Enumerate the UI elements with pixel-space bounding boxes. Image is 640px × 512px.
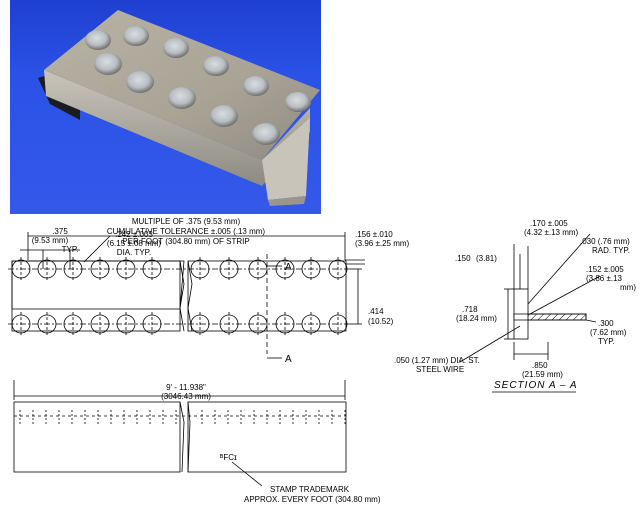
photo-holes: [85, 26, 311, 145]
width-in: .414: [368, 307, 384, 316]
per-foot-label: PER FOOT (304.80 mm) OF STRIP: [122, 237, 249, 246]
sec-flange-in: .152 ±.005: [586, 265, 624, 274]
engineering-drawing: MULTIPLE OF .375 (9.53 mm) CUMULATIVE TO…: [0, 214, 640, 507]
edge-in: .156 ±.010: [355, 230, 393, 239]
terminal-strip-photo: [38, 10, 320, 206]
tolerance-label: CUMULATIVE TOLERANCE ±.005 (.13 mm): [107, 227, 266, 236]
sec-top-mm: (4.32 ±.13 mm): [524, 228, 579, 237]
sec-rad-in: .030 (.76 mm): [580, 237, 630, 246]
edge-mm: (3.96 ±.25 mm): [355, 239, 410, 248]
section-mark-top: A: [285, 262, 292, 273]
length-in: 9' - 11.938": [166, 383, 206, 392]
section-mark-bottom: A: [285, 354, 292, 365]
stamp-line2: APPROX. EVERY FOOT (304.80 mm): [244, 495, 381, 504]
product-photo: [10, 0, 321, 214]
sec-leg-mm: (7.62 mm): [590, 328, 627, 337]
sec-left-mm: (3.81): [476, 254, 497, 263]
sec-height-in: .718: [462, 305, 478, 314]
pitch-in: .375: [52, 227, 68, 236]
multiple-label: MULTIPLE OF .375 (9.53 mm): [132, 217, 241, 226]
sec-base-mm: (21.59 mm): [522, 370, 563, 379]
sec-wire-l1: .050 (1.27 mm) DIA. ST.: [394, 356, 480, 365]
hole-in: .242 ±.003: [115, 230, 153, 239]
hole-typ: DIA. TYP.: [117, 248, 151, 257]
sec-leg-in: .300: [598, 319, 614, 328]
section-view: [459, 233, 601, 363]
section-title: SECTION A – A: [494, 380, 578, 391]
stamp-line1: STAMP TRADEMARK: [270, 485, 350, 494]
sec-height-mm: (18.24 mm): [456, 314, 497, 323]
pitch-mm: (9.53 mm): [32, 236, 69, 245]
length-view: [13, 380, 347, 473]
sec-base-in: .850: [532, 361, 548, 370]
sec-leg-typ: TYP.: [598, 337, 615, 346]
sec-wire-l2: STEEL WIRE: [416, 365, 464, 374]
sec-flange-mm2: mm): [620, 283, 636, 292]
sec-flange-mm: (3.86 ±.13: [586, 274, 623, 283]
strip-holes: [11, 257, 348, 336]
sec-rad-typ: RAD. TYP.: [592, 246, 630, 255]
sec-top-in: .170 ±.005: [530, 219, 568, 228]
pitch-typ: TYP.: [62, 245, 79, 254]
trademark-mark: ᴮFCɪ: [220, 453, 237, 462]
length-mm: (3046.43 mm): [161, 392, 211, 401]
width-mm: (10.52): [368, 317, 394, 326]
hole-mm: (6.15 ±.08 mm): [107, 239, 162, 248]
sec-left-in: .150: [455, 254, 471, 263]
hole-ticks: [19, 410, 346, 424]
